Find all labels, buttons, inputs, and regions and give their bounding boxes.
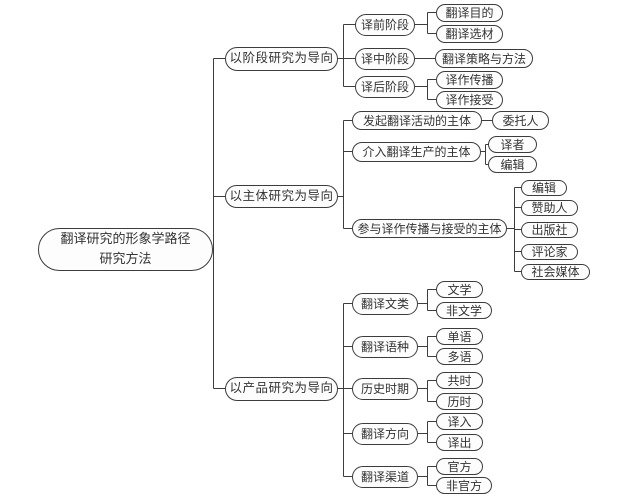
node-historical-period: 历史时期: [352, 377, 418, 400]
node-translation-genre: 翻译文类: [352, 292, 418, 315]
node-in-translation-stage: 译中阶段: [355, 47, 415, 70]
node-translation-channel: 翻译渠道: [352, 465, 418, 488]
leaf-critic: 评论家: [521, 243, 578, 260]
leaf-translate-in: 译入: [436, 413, 483, 430]
leaf-translation-material: 翻译选材: [436, 24, 503, 43]
leaf-commissioner: 委托人: [492, 111, 549, 130]
node-initiating-subject: 发起翻译活动的主体: [352, 111, 482, 130]
connector-path: [213, 12, 521, 486]
leaf-editor: 编辑: [488, 156, 537, 173]
leaf-social-media: 社会媒体: [521, 263, 590, 280]
leaf-editor-2: 编辑: [521, 179, 567, 196]
branch-subject-oriented: 以主体研究为导向: [225, 185, 338, 208]
leaf-non-literary: 非文学: [436, 302, 492, 319]
node-translation-language: 翻译语种: [352, 335, 418, 358]
node-post-translation-stage: 译后阶段: [355, 75, 415, 98]
node-dissemination-reception-subject: 参与译作传播与接受的主体: [352, 219, 507, 238]
leaf-translation-purpose: 翻译目的: [436, 3, 503, 22]
leaf-literary: 文学: [436, 281, 483, 298]
leaf-multilingual: 多语: [436, 348, 483, 365]
root-label-line1: 翻译研究的形象学路径: [60, 232, 191, 247]
leaf-official: 官方: [436, 458, 483, 475]
branch-stage-oriented: 以阶段研究为导向: [225, 46, 338, 71]
root-label-line2: 研究方法: [99, 251, 152, 267]
node-production-subject: 介入翻译生产的主体: [352, 141, 481, 162]
node-root: 翻译研究的形象学路径 研究方法: [38, 228, 213, 271]
leaf-work-dissemination: 译作传播: [436, 70, 503, 89]
leaf-diachronic: 历时: [436, 393, 483, 410]
leaf-translate-out: 译出: [436, 434, 483, 451]
leaf-monolingual: 单语: [436, 328, 483, 345]
node-pre-translation-stage: 译前阶段: [355, 13, 415, 36]
leaf-synchronic: 共时: [436, 372, 483, 389]
leaf-work-reception: 译作接受: [436, 90, 503, 109]
leaf-unofficial: 非官方: [436, 477, 492, 494]
leaf-patron: 赞助人: [521, 199, 578, 216]
branch-product-oriented: 以产品研究为导向: [225, 376, 338, 401]
node-translation-direction: 翻译方向: [352, 422, 418, 445]
leaf-publisher: 出版社: [521, 221, 578, 238]
leaf-translator: 译者: [488, 136, 537, 153]
leaf-strategies-methods: 翻译策略与方法: [435, 49, 533, 68]
